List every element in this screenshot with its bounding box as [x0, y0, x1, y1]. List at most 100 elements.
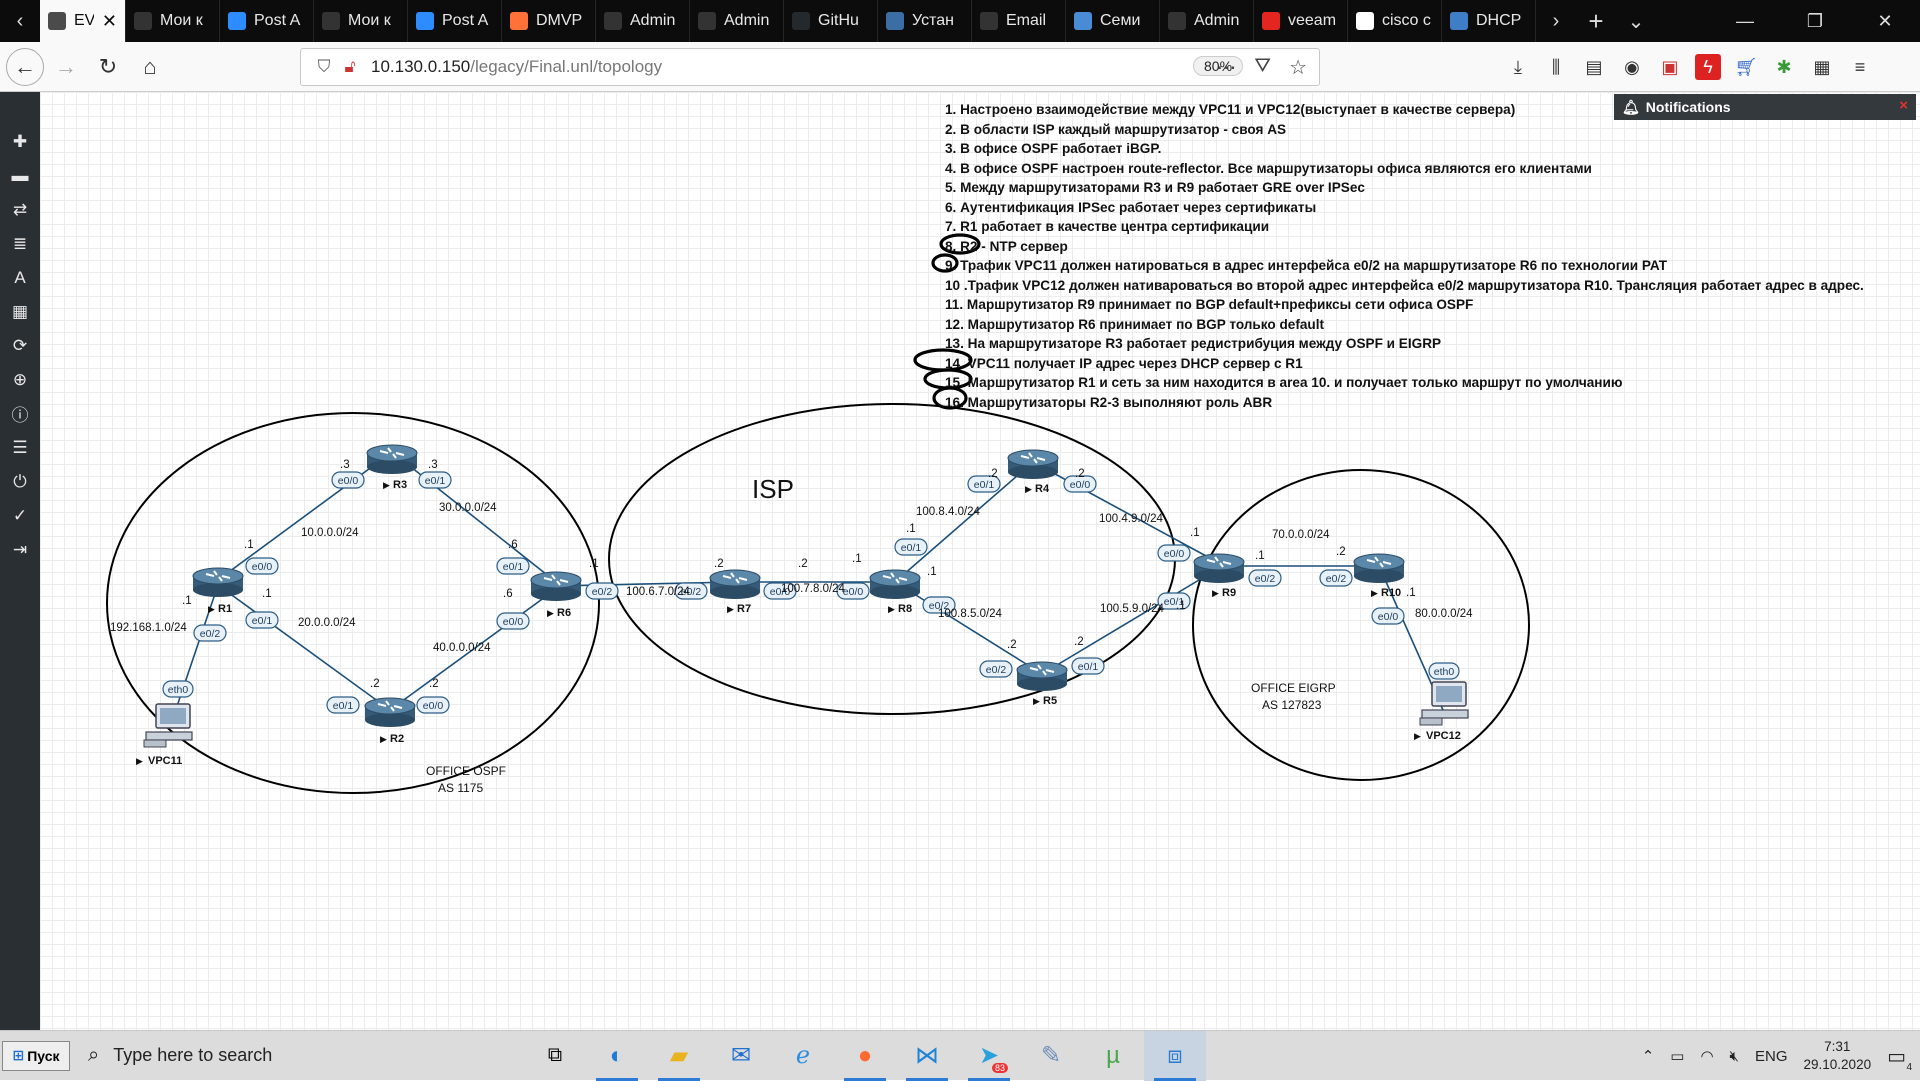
startup-configs-icon[interactable]: ≣	[12, 233, 28, 253]
volume-muted-icon[interactable]: 🔇︎	[1729, 1047, 1739, 1065]
taskbar-search[interactable]: ⌕ Type here to search	[74, 1031, 494, 1081]
interface-badge[interactable]: e0/1	[418, 471, 452, 489]
interface-badge[interactable]: e0/2	[1319, 569, 1353, 587]
clock[interactable]: 7:31 29.10.2020	[1804, 1038, 1872, 1074]
router-r5[interactable]: ▶R5	[1016, 661, 1068, 707]
firefox-app-icon[interactable]: ●	[834, 1031, 896, 1081]
router-r7[interactable]: ▶R7	[709, 569, 761, 615]
networks-icon[interactable]: ⇄	[12, 199, 28, 219]
grid-icon[interactable]: ▦	[11, 301, 29, 321]
link-r2-r6[interactable]	[389, 588, 557, 711]
browser-tab[interactable]: Admin	[596, 0, 690, 42]
close-lab-icon[interactable]: ⇥	[12, 539, 28, 559]
extension-puzzle-icon[interactable]: ✱	[1776, 56, 1792, 77]
new-tab-icon[interactable]: +	[1588, 5, 1604, 36]
download-icon[interactable]: ⤓	[1514, 56, 1522, 77]
interface-badge[interactable]: e0/2	[1248, 569, 1282, 587]
interface-badge[interactable]: e0/0	[763, 582, 797, 600]
menu-icon[interactable]: ≡	[1854, 56, 1866, 77]
interface-badge[interactable]: e0/2	[193, 624, 227, 642]
router-r6[interactable]: ▶R6	[530, 571, 582, 619]
zoom-level-badge[interactable]: 80%	[1193, 56, 1244, 76]
lab-details-icon[interactable]: ☰	[12, 437, 28, 457]
vpc12-node[interactable]	[1419, 681, 1469, 726]
list-all-tabs-icon[interactable]: ⌄	[1627, 10, 1645, 33]
browser-tab[interactable]: GitHu	[784, 0, 878, 42]
action-center-icon[interactable]: ▭4	[1887, 1045, 1912, 1073]
start-button[interactable]: ⊞ Пуск	[2, 1040, 70, 1071]
link-r6-r7[interactable]	[555, 581, 736, 587]
interface-badge[interactable]: e0/0	[1063, 475, 1097, 493]
router-r1[interactable]: ▶R1	[192, 567, 244, 615]
reload-icon[interactable]: ↻	[98, 53, 118, 79]
link-r8-r5[interactable]	[894, 581, 1043, 675]
browser-tab[interactable]: DMVP	[502, 0, 596, 42]
minimize-icon[interactable]: —	[1736, 10, 1754, 31]
url-text[interactable]: 10.130.0.150/legacy/Final.unl/topology	[371, 57, 662, 77]
nodes-icon[interactable]: ▬	[11, 165, 29, 185]
link-r4-r9[interactable]	[1032, 461, 1220, 564]
extension-cart-icon[interactable]: 🛒︎	[1734, 56, 1758, 77]
router-r9[interactable]: ▶R9	[1193, 553, 1245, 599]
interface-badge[interactable]: eth0	[1428, 662, 1460, 680]
browser-tab[interactable]: Мои к	[126, 0, 220, 42]
zoom-icon[interactable]: ⊕	[12, 369, 28, 389]
lock-lab-icon[interactable]: ✓	[12, 505, 28, 525]
scroll-tabs-left-icon[interactable]: ‹	[16, 9, 24, 32]
link-r1-r3[interactable]	[217, 451, 393, 581]
interface-badge[interactable]: e0/1	[245, 611, 279, 629]
browser-tab[interactable]: Email	[972, 0, 1066, 42]
browser-tab[interactable]: EVE | To✕	[40, 0, 126, 42]
interface-badge[interactable]: e0/0	[836, 582, 870, 600]
remote-desktop-icon[interactable]: ⧈	[1144, 1030, 1206, 1081]
browser-tab[interactable]: veeam	[1254, 0, 1348, 42]
restore-icon[interactable]: ❐	[1806, 10, 1824, 31]
notifications-close-icon[interactable]: ×	[1899, 97, 1908, 114]
paint-app-icon[interactable]: ✎	[1040, 1042, 1062, 1069]
show-hidden-icons-icon[interactable]: ⌃	[1641, 1048, 1655, 1065]
router-r3[interactable]: ▶R3	[366, 444, 418, 491]
power-icon[interactable]: ⏻	[13, 471, 27, 491]
interface-badge[interactable]: e0/1	[1071, 657, 1105, 675]
browser-tab[interactable]: Семи	[1066, 0, 1160, 42]
browser-tab[interactable]: Post A	[220, 0, 314, 42]
page-actions-icon[interactable]: ⋯	[1216, 57, 1237, 79]
input-language[interactable]: ENG	[1755, 1047, 1788, 1065]
interface-badge[interactable]: e0/0	[1157, 544, 1191, 562]
forward-icon[interactable]: →	[55, 53, 77, 79]
pocket-icon[interactable]: ⛛	[1254, 55, 1272, 77]
browser-tab[interactable]: DHCP	[1442, 0, 1536, 42]
task-view-icon[interactable]: ⧉	[547, 1044, 563, 1066]
account-icon[interactable]: ◉	[1624, 56, 1640, 77]
mail-app-icon[interactable]: ✉	[730, 1042, 752, 1069]
refresh-icon[interactable]: ⟳	[12, 335, 28, 355]
browser-tab[interactable]: cisco c	[1348, 0, 1442, 42]
interface-badge[interactable]: e0/1	[496, 557, 530, 575]
interface-badge[interactable]: e0/1	[967, 475, 1001, 493]
scroll-tabs-right-icon[interactable]: ›	[1552, 9, 1560, 32]
wifi-icon[interactable]: ◠	[1700, 1048, 1714, 1065]
telegram-app-icon[interactable]: ➤83	[958, 1031, 1020, 1081]
notifications-panel[interactable]: 🔔︎ Notifications ×	[1614, 94, 1916, 120]
home-icon[interactable]: ⌂	[143, 53, 157, 79]
interface-badge[interactable]: e0/0	[1371, 607, 1405, 625]
edge-app-icon[interactable]: ◐	[586, 1031, 648, 1081]
interface-badge[interactable]: eth0	[162, 680, 194, 698]
battery-icon[interactable]: ▭	[1670, 1048, 1685, 1065]
link-r5-r9[interactable]	[1041, 567, 1220, 675]
interface-badge[interactable]: e0/2	[585, 582, 619, 600]
interface-badge[interactable]: e0/2	[979, 660, 1013, 678]
interface-badge[interactable]: e0/1	[894, 538, 928, 556]
extension-screen-icon[interactable]: ▣	[1661, 56, 1679, 77]
link-r1-r2[interactable]	[217, 584, 391, 711]
extensions-overflow-icon[interactable]: ▦	[1813, 56, 1831, 77]
browser-tab[interactable]: Устан	[878, 0, 972, 42]
interface-badge[interactable]: e0/0	[416, 696, 450, 714]
extension-pdf-icon[interactable]: ϟ	[1695, 54, 1721, 80]
router-r4[interactable]: ▶R4	[1007, 449, 1059, 495]
library-icon[interactable]: ⫼	[1551, 56, 1561, 77]
router-r8[interactable]: ▶R8	[869, 569, 921, 615]
browser-tab[interactable]: Admin	[1160, 0, 1254, 42]
browser-tab[interactable]: Admin	[690, 0, 784, 42]
sidebar-toggle-icon[interactable]: ▤	[1585, 56, 1603, 77]
